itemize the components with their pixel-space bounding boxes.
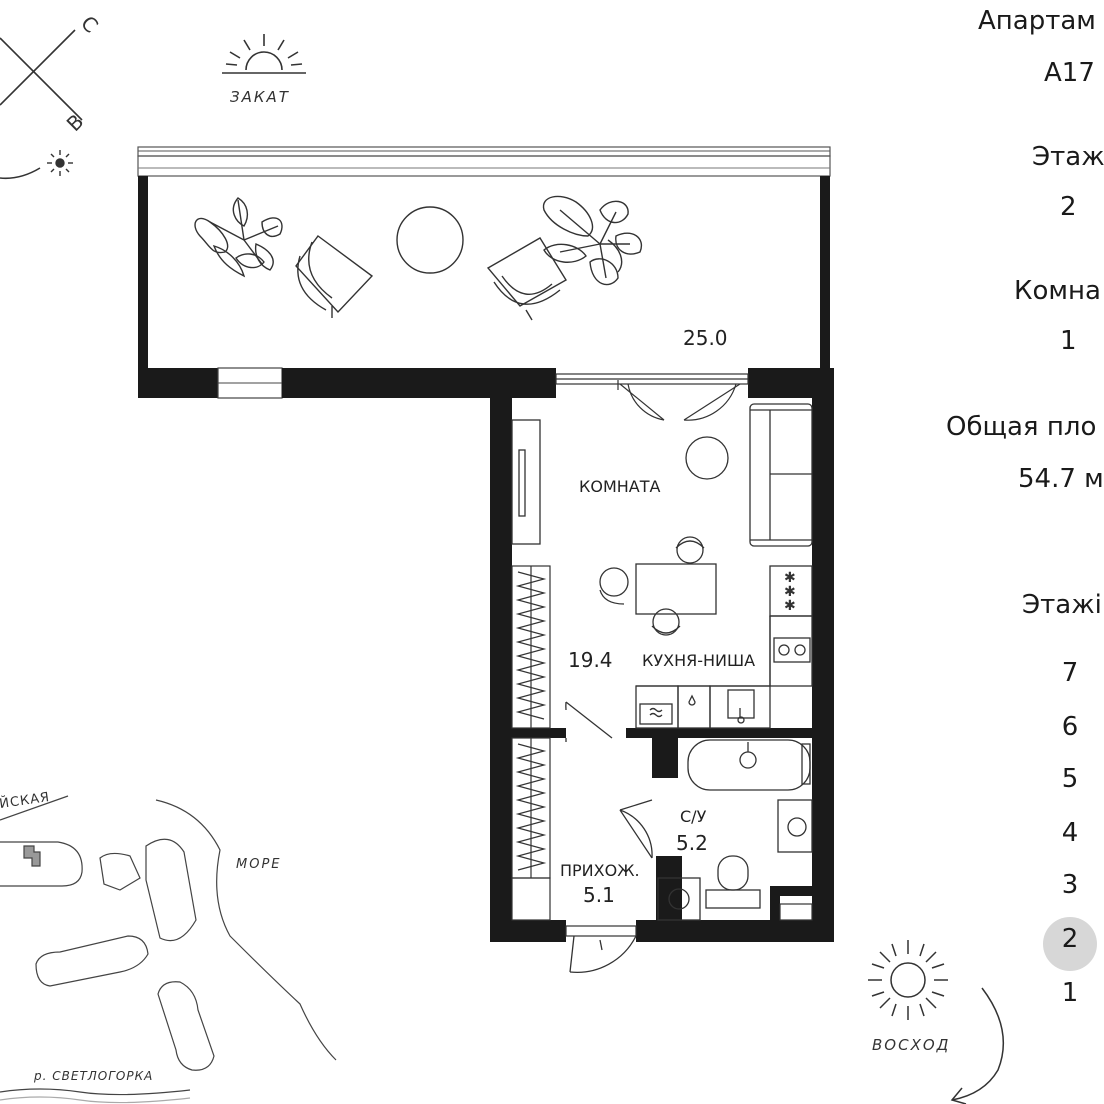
sofa [749, 403, 813, 547]
sunset-label: ЗАКАТ [230, 88, 290, 106]
apartment-value: А17 [1044, 58, 1095, 88]
compass-line-ne [0, 29, 76, 106]
svg-text:✱: ✱ [784, 584, 796, 600]
rooms-label: Комна [1014, 276, 1101, 306]
rotation-arrow-icon [950, 987, 1005, 1104]
site-map [0, 795, 337, 1104]
bathroom-fixtures [619, 739, 813, 921]
floor-label: Этаж [1032, 142, 1104, 172]
room-furniture [511, 403, 813, 636]
hall-label: ПРИХОЖ. [560, 861, 640, 880]
plant-right [542, 195, 643, 286]
compass-north-label: С [76, 11, 103, 38]
kitchen [635, 565, 813, 729]
bathtub [687, 739, 811, 791]
kitchen-label: КУХНЯ-НИША [642, 651, 755, 670]
floor-item-5[interactable]: 5 [1061, 764, 1079, 794]
plant-left [194, 197, 283, 278]
terrace-table [396, 206, 464, 274]
room-label: КОМНАТА [579, 477, 661, 496]
dining-table [635, 563, 717, 615]
svg-text:✱: ✱ [784, 598, 796, 614]
compass-line-nw [0, 37, 83, 121]
bath-area: 5.2 [676, 831, 708, 855]
toilet [717, 855, 749, 891]
wardrobe-top [511, 419, 541, 545]
street-label: ЙСКАЯ [0, 789, 51, 812]
hall-area: 5.1 [583, 883, 615, 907]
terrace-area: 25.0 [683, 326, 728, 350]
river-label: р. СВЕТЛОГОРКА [33, 1069, 153, 1083]
sunrise-label: ВОСХОД [872, 1036, 950, 1054]
wall-outlines [555, 373, 813, 937]
apartment-walls [490, 368, 834, 942]
entry-door [565, 701, 637, 974]
area-label: Общая пло [946, 412, 1097, 442]
sunrise-icon [868, 940, 948, 1020]
sink [777, 799, 813, 853]
floor-item-6[interactable]: 6 [1061, 712, 1079, 742]
chair-right [486, 237, 567, 321]
terrace-furniture [194, 195, 643, 321]
apartment-label: Апартам [978, 6, 1096, 36]
floors-label: Этажі [1022, 590, 1102, 620]
area-value: 54.7 м [1018, 464, 1104, 494]
floor-item-2[interactable]: 2 [1061, 924, 1079, 954]
svg-text:✱: ✱ [784, 570, 796, 586]
sea-label: МОРЕ [236, 857, 282, 872]
rooms-value: 1 [1060, 326, 1077, 356]
floor-item-1[interactable]: 1 [1061, 978, 1079, 1008]
floor-item-3[interactable]: 3 [1061, 870, 1079, 900]
washing-machine [657, 877, 701, 921]
wardrobes [511, 565, 551, 921]
active-floor-highlight [1043, 917, 1097, 971]
floor-item-4[interactable]: 4 [1061, 818, 1079, 848]
stove-burners: ✱✱✱ [784, 570, 796, 614]
round-table [685, 436, 729, 480]
small-sun-icon [47, 150, 73, 176]
compass-east-label: В [62, 109, 89, 136]
sunset-icon [222, 34, 306, 74]
floor-value: 2 [1060, 192, 1077, 222]
compass [0, 29, 83, 180]
bath-label: С/У [680, 807, 707, 826]
floor-item-7[interactable]: 7 [1061, 658, 1079, 688]
compass-arc [0, 167, 41, 180]
chair-left [295, 235, 374, 318]
room-area: 19.4 [568, 648, 613, 672]
terrace [137, 146, 831, 399]
